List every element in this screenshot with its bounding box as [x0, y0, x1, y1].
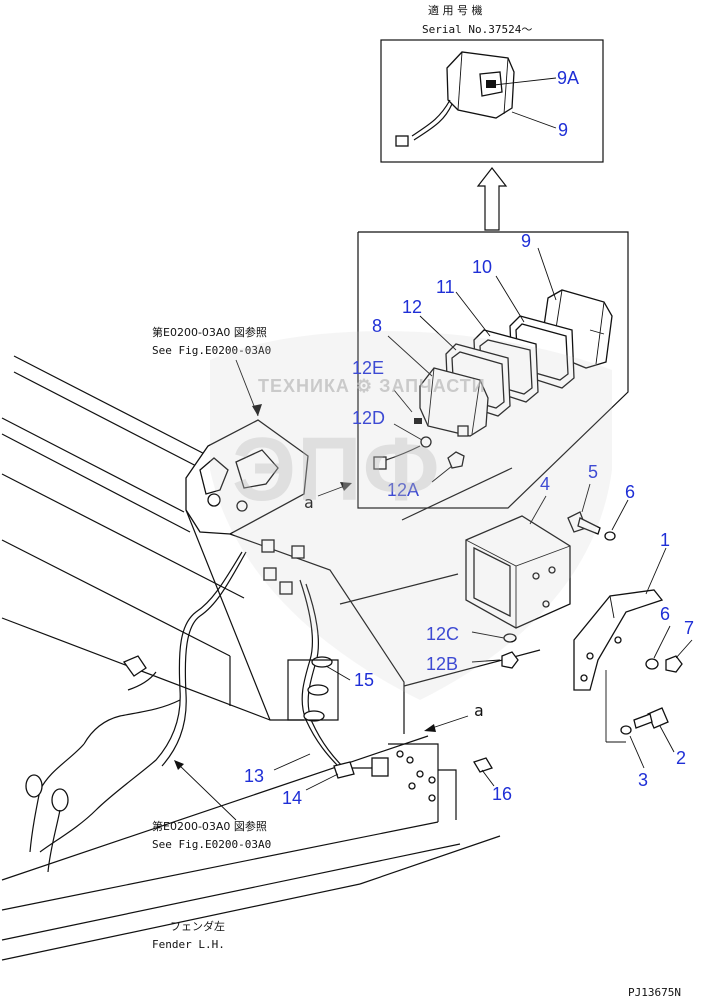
up-arrow-icon [476, 167, 508, 231]
callout-12c: 12C [426, 624, 459, 644]
reference-bottom-leader [175, 761, 237, 821]
callout-2: 2 [676, 748, 686, 768]
watermark-brand-text: ТЕХНИКА ⚙ ЗАПЧАСТИ [258, 376, 486, 396]
leader-13 [273, 753, 311, 771]
reference-top-arrowhead [252, 404, 262, 416]
callout-12e: 12E [352, 358, 384, 378]
callout-13: 13 [244, 766, 264, 786]
callout-12: 12 [402, 297, 422, 317]
inset-lamp-detail: 9A 9 [380, 39, 604, 163]
drawing-code: PJ13675N [628, 986, 681, 999]
callout-10: 10 [472, 257, 492, 277]
section-a-bottom-arrowhead [424, 724, 436, 732]
callout-1: 1 [660, 530, 670, 550]
callout-5: 5 [588, 462, 598, 482]
callout-9a: 9A [557, 68, 579, 88]
reference-bottom-en: See Fig.E0200-03A0 [152, 838, 271, 851]
callout-14: 14 [282, 788, 302, 808]
exploded-view-frame [357, 231, 629, 509]
applicable-model-label-jp: 適 用 号 機 [428, 3, 483, 17]
bolt-washer-2-3: 2 3 [605, 670, 686, 790]
callout-6-top: 6 [625, 482, 635, 502]
lamp-assembly: 9 10 11 12 8 12E 12D 12A [352, 231, 613, 500]
watermark: ТЕХНИКА ⚙ ЗАПЧАСТИ ЭПФ [210, 331, 612, 700]
washer-nut-12c-12b: 12C 12B [426, 624, 519, 674]
callout-12b: 12B [426, 654, 458, 674]
callout-11: 11 [436, 277, 455, 297]
callout-4: 4 [540, 474, 550, 494]
fender-label-jp: フェンダ左 [170, 919, 225, 933]
callout-12a: 12A [387, 480, 419, 500]
leader-15 [325, 665, 351, 681]
watermark-logo-text: ЭПФ [232, 420, 441, 520]
section-mark-a-top: a [304, 493, 314, 512]
reference-bottom-jp: 第E0200-03A0 図参照 [152, 819, 267, 833]
wiring-harness [25, 551, 389, 873]
callout-6-bottom: 6 [660, 604, 670, 624]
bracket-item-4: 4 [465, 474, 571, 629]
leader-14 [305, 773, 339, 791]
callout-9-inset: 9 [558, 120, 568, 140]
reference-top-jp: 第E0200-03A0 図参照 [152, 325, 267, 339]
reference-top-en: See Fig.E0200-03A0 [152, 344, 271, 357]
callout-16: 16 [492, 784, 512, 804]
washer-nut-6-7: 6 7 [645, 604, 694, 673]
section-a-top-arrowhead [340, 482, 352, 491]
callout-3: 3 [638, 770, 648, 790]
callout-12d: 12D [352, 408, 385, 428]
section-mark-a-bottom: a [474, 701, 484, 720]
mount-bracket [185, 419, 405, 734]
reference-bottom-arrowhead [174, 760, 184, 770]
fender-label-en: Fender L.H. [152, 938, 225, 951]
lower-panel: 16 [388, 743, 512, 822]
bolt-item-5: 5 6 [567, 462, 635, 541]
callout-8: 8 [372, 316, 382, 336]
callout-15: 15 [354, 670, 374, 690]
bracket-item-1: 1 [573, 530, 670, 691]
callout-9: 9 [521, 231, 531, 251]
serial-number-label: Serial No.37524～ [422, 23, 532, 36]
callout-7: 7 [684, 618, 694, 638]
